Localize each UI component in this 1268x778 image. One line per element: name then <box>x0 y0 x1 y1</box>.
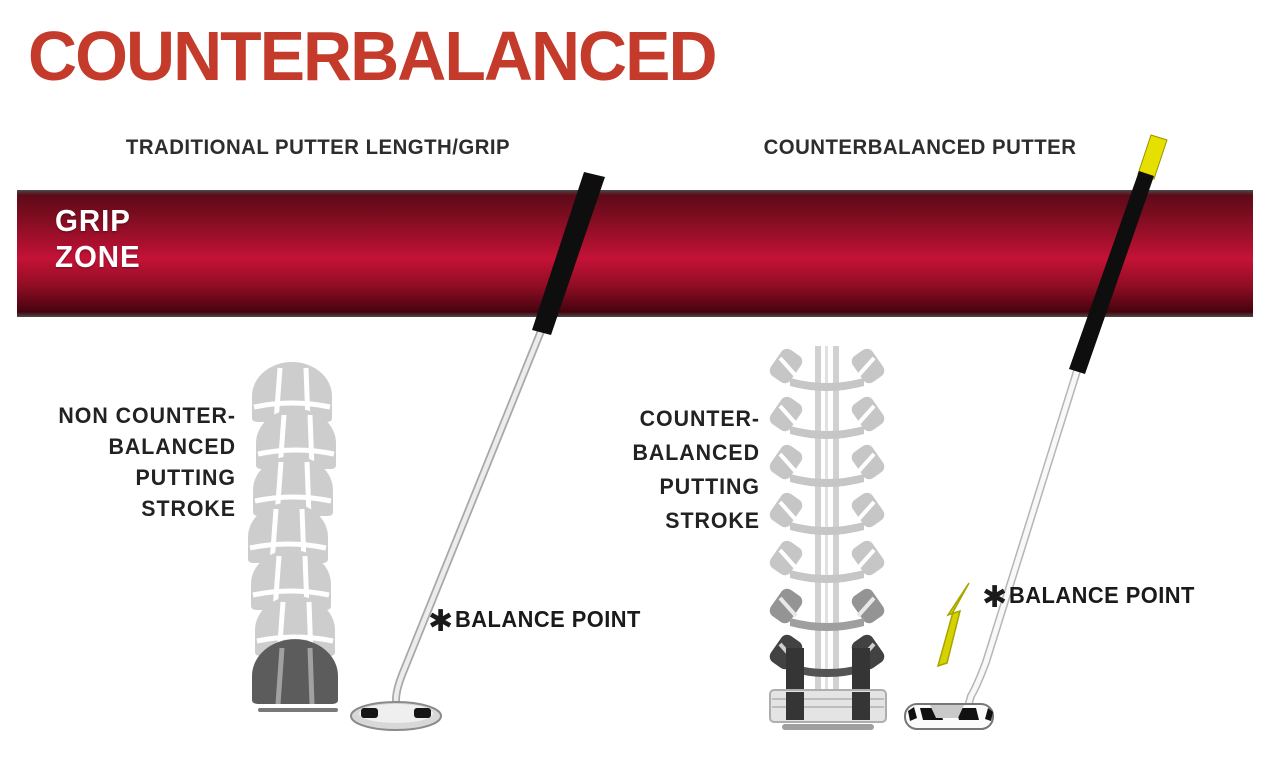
stroke-caption-left: NON COUNTER- BALANCED PUTTING STROKE <box>17 400 236 524</box>
grip-zone-band: GRIP ZONE <box>17 190 1253 317</box>
balance-point-label: BALANCE POINT <box>1009 582 1195 608</box>
column-label-counterbalanced: COUNTERBALANCED PUTTER <box>763 136 1077 159</box>
counterbalanced-grip <box>1069 171 1154 374</box>
caption-line: COUNTER- <box>639 406 760 431</box>
center-putter-head-dark <box>769 648 887 730</box>
up-arrow-icon <box>936 582 970 668</box>
ghost-mallet-dark <box>252 639 338 712</box>
caption-line: BALANCED <box>632 440 760 465</box>
asterisk-icon: ✱ <box>982 580 1008 615</box>
caption-line: STROKE <box>141 496 236 521</box>
counterbalanced-butt-yellow <box>1137 134 1168 180</box>
caption-line: PUTTING <box>659 474 760 499</box>
counterbalanced-putter-illustration <box>904 134 1168 730</box>
stroke-caption-right: COUNTER- BALANCED PUTTING STROKE <box>566 402 760 538</box>
page-title: COUNTERBALANCED <box>28 17 718 95</box>
asterisk-icon: ✱ <box>428 604 454 639</box>
caption-line: NON COUNTER- <box>58 403 236 428</box>
traditional-putter-illustration <box>350 172 605 731</box>
column-label-traditional: TRADITIONAL PUTTER LENGTH/GRIP <box>125 136 511 159</box>
caption-line: BALANCED <box>108 434 236 459</box>
traditional-putter-head <box>350 701 442 731</box>
grip-zone-label: GRIP ZONE <box>55 203 141 275</box>
counterbalanced-putter-head <box>904 703 994 730</box>
grip-zone-line2: ZONE <box>55 239 141 274</box>
balance-point-right: ✱BALANCE POINT <box>982 580 1205 615</box>
traditional-grip <box>532 172 605 335</box>
balance-point-label: BALANCE POINT <box>455 606 641 632</box>
caption-line: STROKE <box>665 508 760 533</box>
balance-point-left: ✱BALANCE POINT <box>428 604 651 639</box>
ghost-stroke-left-illustration <box>248 362 338 712</box>
caption-line: PUTTING <box>135 465 236 490</box>
grip-zone-line1: GRIP <box>55 203 131 238</box>
ghost-stroke-center-illustration <box>764 344 890 730</box>
